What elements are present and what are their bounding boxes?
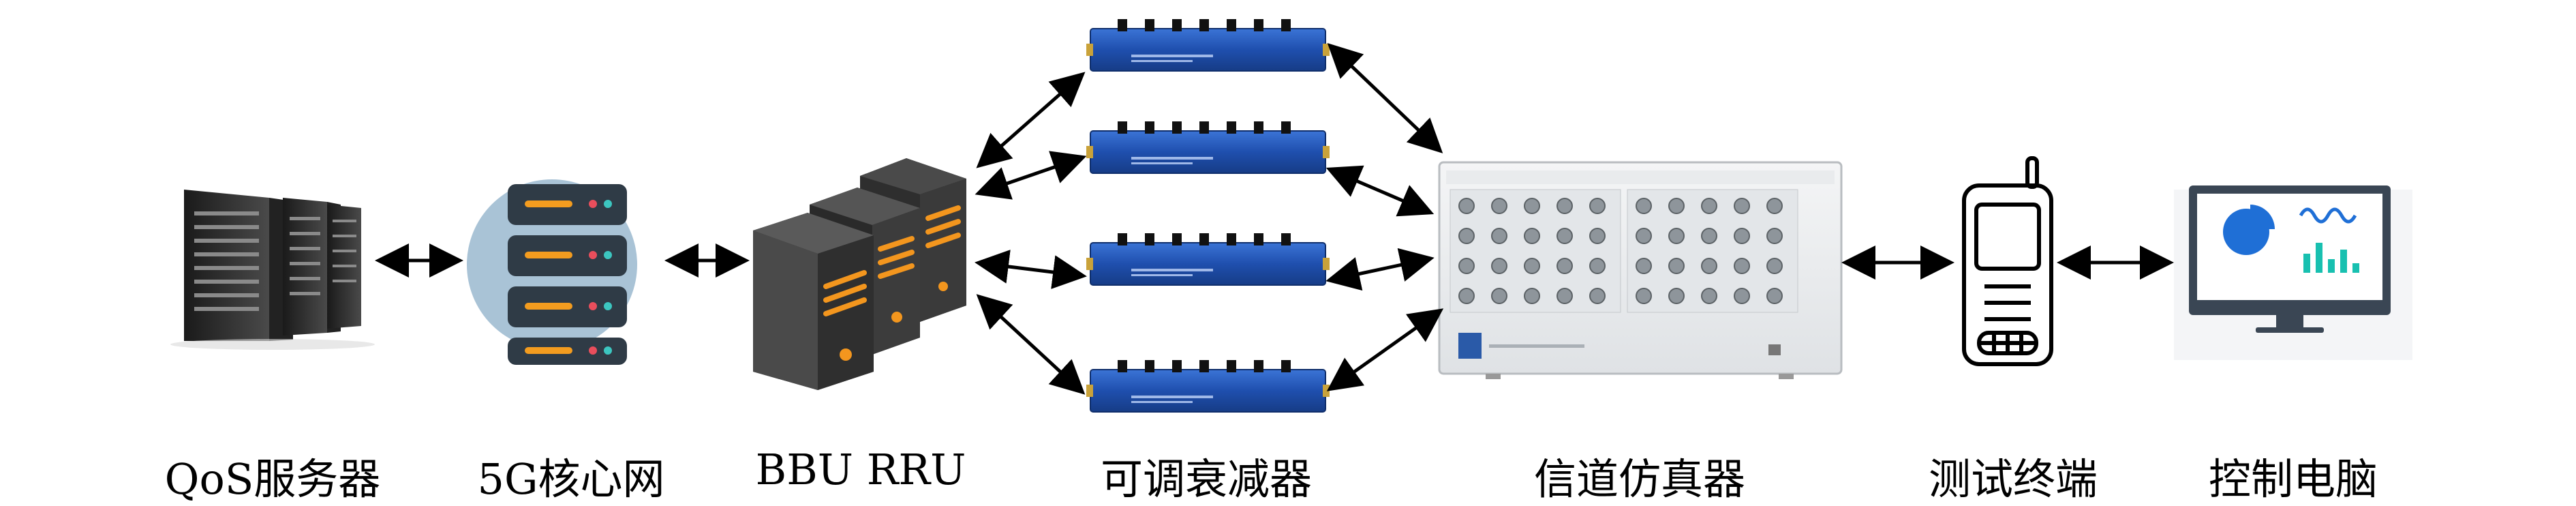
rf-connector-icon (1734, 228, 1750, 244)
arrow-bbu-att3 (975, 250, 1087, 289)
attenuator-box-icon (1086, 121, 1330, 174)
rf-connector-icon (1766, 198, 1783, 214)
rf-connector-icon (1734, 288, 1750, 304)
rf-connector-icon (1766, 258, 1783, 274)
rf-connector-icon (1524, 198, 1540, 214)
arrow-bbu-att1 (976, 72, 1086, 168)
rf-connector-icon (1458, 258, 1475, 274)
rf-connector-icon (1458, 288, 1475, 304)
label-test-terminal: 测试终端 (1928, 454, 2098, 504)
rf-connector-icon (1636, 258, 1652, 274)
rf-connector-icon (1557, 288, 1573, 304)
attenuator-box-icon (1086, 360, 1330, 413)
rf-connector-icon (1491, 258, 1507, 274)
attenuator-group (1086, 19, 1330, 413)
rf-connector-icon (1557, 228, 1573, 244)
rf-connector-icon (1668, 288, 1685, 304)
rf-connector-icon (1701, 228, 1717, 244)
rf-connector-icon (1589, 288, 1606, 304)
rf-connector-icon (1458, 198, 1475, 214)
rf-connector-icon (1589, 228, 1606, 244)
rf-connector-icon (1668, 258, 1685, 274)
arrow-att3-emu (1325, 248, 1435, 291)
rf-connector-icon (1589, 258, 1606, 274)
server-rack-icon (170, 190, 375, 350)
rf-connector-icon (1734, 198, 1750, 214)
arrow-bbu-att2 (975, 151, 1087, 200)
rf-connector-icon (1589, 198, 1606, 214)
rf-connector-icon (1491, 288, 1507, 304)
mobile-phone-icon (1962, 156, 2053, 366)
arrow-att1-emu (1327, 43, 1443, 153)
rf-connector-icon (1557, 198, 1573, 214)
label-channel-emulator: 信道仿真器 (1533, 454, 1746, 504)
label-control-pc: 控制电脑 (2208, 454, 2378, 504)
server-tower-icon (753, 158, 966, 390)
rf-connector-icon (1766, 228, 1783, 244)
rf-connector-icon (1524, 228, 1540, 244)
rf-connector-icon (1491, 198, 1507, 214)
arrows (375, 43, 2174, 395)
attenuator-box-icon (1086, 19, 1330, 72)
rf-connector-icon (1557, 258, 1573, 274)
rf-connector-icon (1458, 228, 1475, 244)
attenuator-box-icon (1086, 233, 1330, 286)
rf-connector-icon (1524, 258, 1540, 274)
monitor-icon (2174, 185, 2412, 360)
label-bbu-rru: BBU RRU (755, 445, 966, 494)
rf-connector-icon (1524, 288, 1540, 304)
rf-connector-icon (1734, 258, 1750, 274)
rf-connector-icon (1668, 228, 1685, 244)
label-attenuators: 可调衰减器 (1100, 454, 1313, 504)
arrow-att2-emu (1325, 165, 1435, 217)
rf-connector-icon (1668, 198, 1685, 214)
label-qos-server: QoS服务器 (164, 454, 381, 504)
rf-connector-icon (1766, 288, 1783, 304)
arrow-att4-emu (1326, 308, 1444, 391)
server-stack-icon (467, 179, 637, 365)
rf-connector-icon (1701, 288, 1717, 304)
rf-connector-icon (1701, 198, 1717, 214)
rf-connector-icon (1636, 198, 1652, 214)
arrow-bbu-att4 (976, 294, 1086, 395)
rf-connector-icon (1701, 258, 1717, 274)
rf-connector-icon (1491, 228, 1507, 244)
channel-emulator-icon (1438, 161, 1843, 379)
rf-connector-icon (1636, 288, 1652, 304)
rf-connector-icon (1636, 228, 1652, 244)
label-core-network: 5G核心网 (477, 454, 665, 504)
